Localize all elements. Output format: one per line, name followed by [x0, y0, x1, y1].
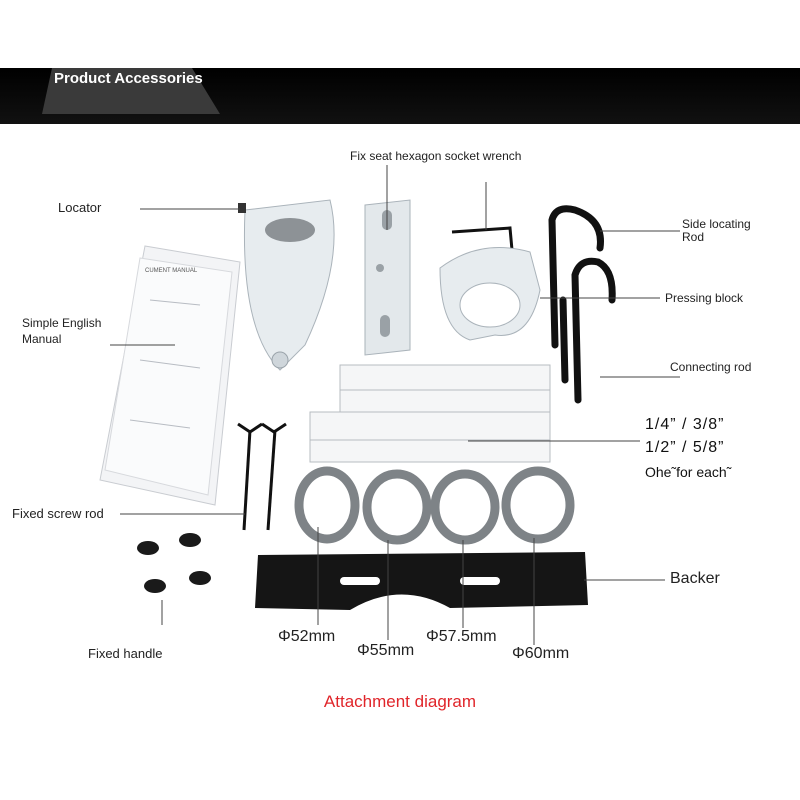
page-title: Product Accessories [54, 70, 203, 87]
ring-label-52: Φ52mm [278, 628, 336, 645]
hex-wrench [451, 226, 514, 251]
size-line-1: 1/4” / 3/8” [645, 416, 725, 433]
label-fixed-screw-rod: Fixed screw rod [12, 506, 104, 521]
label-connecting-rod: Connecting rod [670, 360, 752, 374]
backer-plate [255, 552, 588, 610]
pressing-block-part [439, 247, 541, 341]
manual-cover-text: CUMENT MANUAL [145, 268, 198, 274]
header-tab-shape [42, 68, 220, 114]
fixed-handles [137, 533, 211, 593]
ring-label-60: Φ60mm [512, 645, 570, 662]
side-locating-rods [548, 205, 616, 404]
label-backer: Backer [670, 570, 720, 587]
header-bar: Product Accessories [0, 68, 800, 124]
leader-lines [110, 165, 680, 645]
label-side-rod-line1: Side locating [682, 217, 751, 231]
guide-rings [294, 466, 575, 545]
label-hex-wrench: Fix seat hexagon socket wrench [350, 149, 522, 163]
connecting-rod-boxes [309, 364, 551, 463]
label-side-rod-line2: Rod [682, 230, 705, 244]
label-fixed-handle: Fixed handle [88, 646, 163, 661]
label-locator: Locator [58, 200, 102, 215]
screw-rods [237, 422, 287, 531]
label-pressing-block: Pressing block [665, 291, 744, 305]
ring-label-55: Φ55mm [357, 642, 415, 659]
diagram-caption: Attachment diagram [323, 692, 477, 711]
locator-part [238, 199, 335, 371]
size-line-2: 1/2” / 5/8” [645, 439, 725, 456]
ring-label-57-5: Φ57.5mm [426, 628, 497, 645]
label-manual-line1: Simple English [22, 316, 102, 330]
size-line-3: Ohe˜for each˜ [645, 464, 732, 480]
label-manual-line2: Manual [22, 332, 62, 346]
manual-booklet: CUMENT MANUAL [99, 245, 241, 506]
